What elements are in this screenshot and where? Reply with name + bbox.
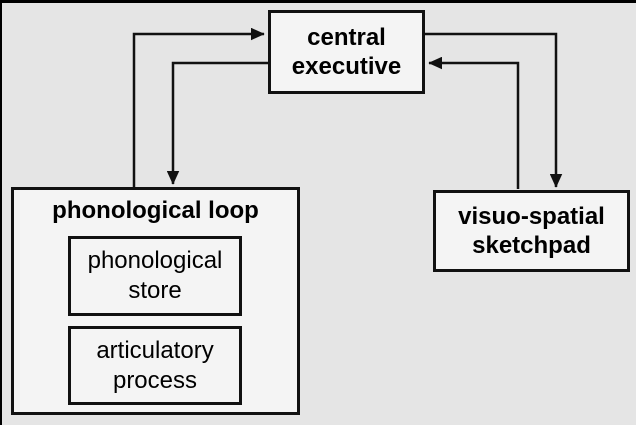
phonological-store-label: phonological store (87, 247, 223, 304)
arrow-phonological-loop-to-central-executive (132, 27, 265, 187)
node-phonological-store: phonological store (68, 236, 242, 316)
arrow-central-executive-to-visuo-spatial-sketchpad (423, 32, 563, 188)
node-visuo-spatial-sketchpad: visuo-spatial sketchpad (433, 190, 630, 272)
arrow-central-executive-to-phonological-loop (166, 61, 269, 185)
phonological-loop-label: phonological loop (52, 197, 259, 224)
node-central-executive: central executive (268, 10, 425, 94)
node-articulatory-process: articulatory process (68, 326, 242, 405)
central-executive-label: central executive (291, 24, 402, 80)
articulatory-process-label: articulatory process (96, 336, 214, 394)
frame-left-edge (0, 0, 2, 425)
frame-top-edge (0, 0, 636, 3)
arrow-visuo-spatial-sketchpad-to-central-executive (428, 56, 520, 189)
visuo-spatial-sketchpad-label: visuo-spatial sketchpad (458, 203, 605, 259)
